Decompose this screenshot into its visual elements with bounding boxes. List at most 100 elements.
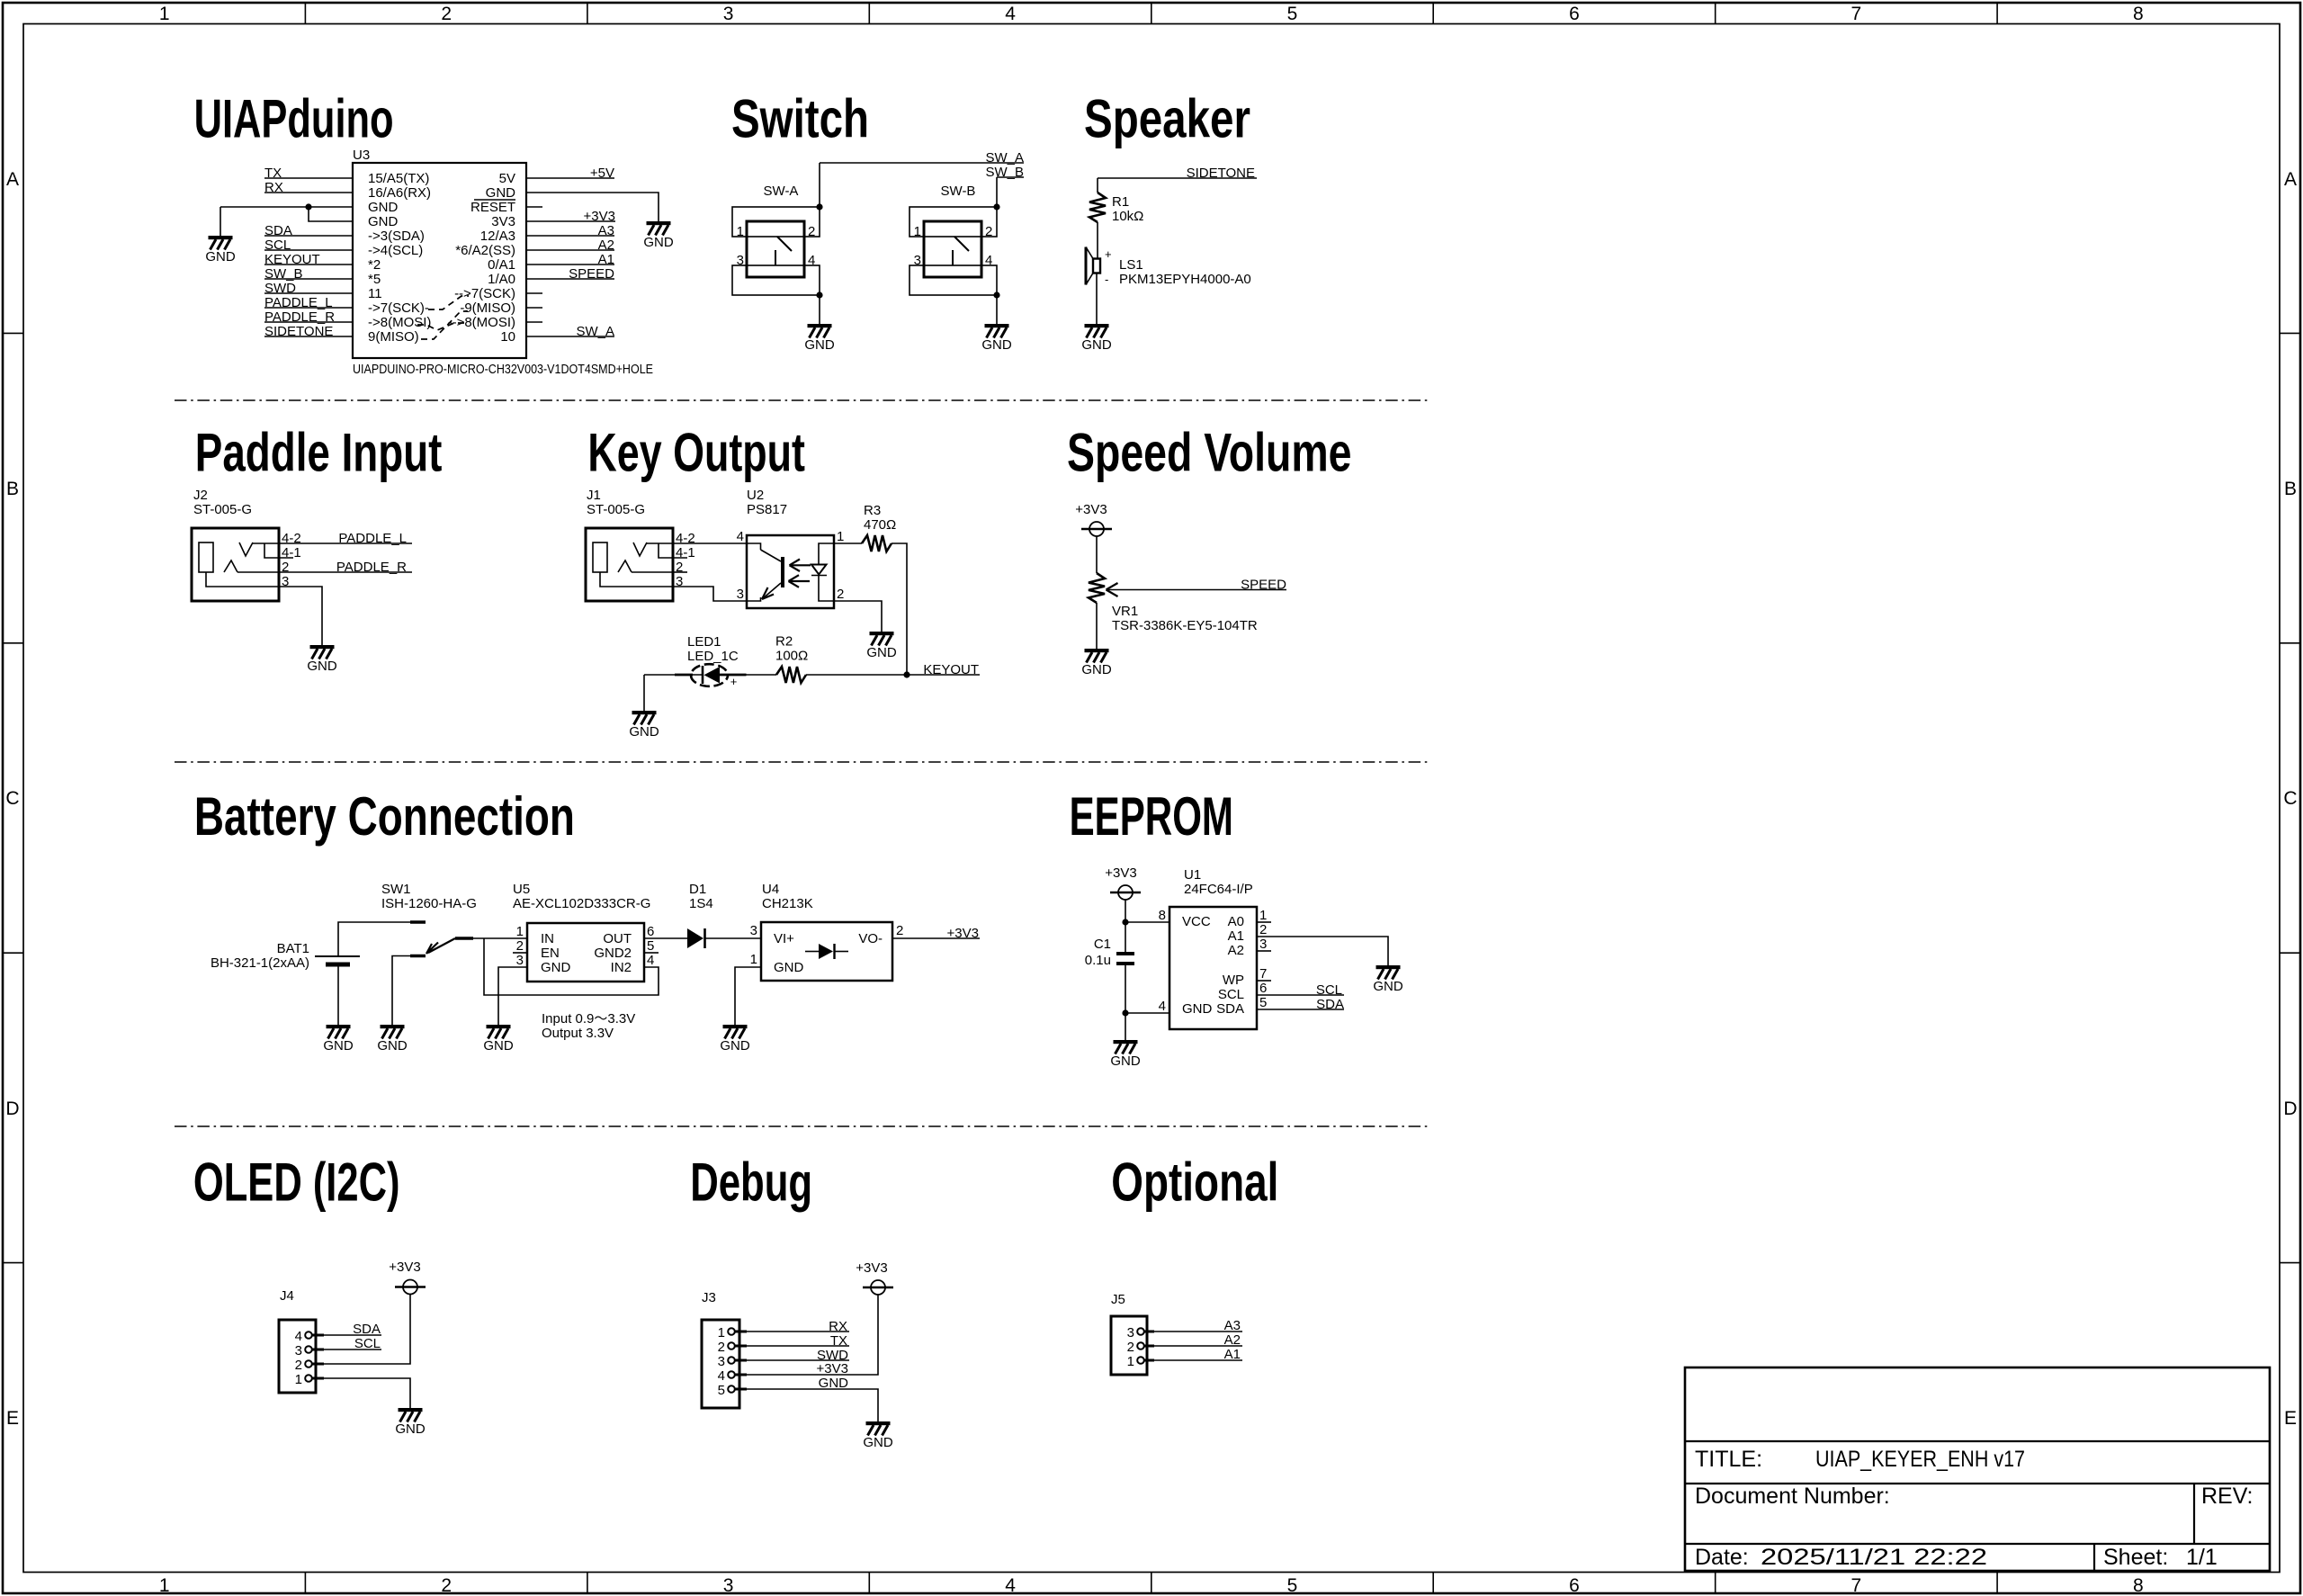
svg-text:8: 8 [2133,4,2144,24]
svg-text:Key Output: Key Output [587,423,805,483]
svg-text:KEYOUT: KEYOUT [923,662,979,677]
svg-text:2: 2 [1127,1340,1134,1355]
svg-text:BAT1: BAT1 [277,941,309,956]
svg-text:0.1u: 0.1u [1085,953,1111,968]
svg-text:10: 10 [500,329,515,345]
svg-text:SPEED: SPEED [1241,578,1286,593]
svg-text:->8(MOSI): ->8(MOSI) [368,315,431,330]
svg-text:1: 1 [837,529,844,544]
svg-text:SW_B: SW_B [985,165,1024,180]
svg-text:3: 3 [723,1575,734,1596]
svg-text:SW_A: SW_A [985,150,1024,166]
svg-text:A2: A2 [1224,1332,1241,1348]
svg-text:KEYOUT: KEYOUT [264,252,320,267]
svg-text:AE-XCL102D333CR-G: AE-XCL102D333CR-G [513,896,650,911]
svg-text:Debug: Debug [690,1152,812,1213]
svg-text:Date:: Date: [1695,1545,1749,1570]
svg-text:15/A5(TX): 15/A5(TX) [368,171,429,186]
svg-text:A3: A3 [1224,1318,1241,1333]
svg-text:2: 2 [1259,922,1267,937]
svg-text:PADDLE_R: PADDLE_R [336,560,407,575]
svg-text:*5: *5 [368,272,381,287]
svg-text:C: C [2283,788,2297,809]
svg-text:+3V3: +3V3 [1105,865,1136,881]
svg-text:SCL: SCL [1218,987,1244,1002]
svg-text:EEPROM: EEPROM [1070,786,1233,847]
svg-text:3: 3 [737,587,744,602]
svg-text:3: 3 [1127,1325,1134,1340]
svg-text:ISH-1260-HA-G: ISH-1260-HA-G [381,896,477,911]
svg-text:J1: J1 [587,488,601,503]
svg-text:A1: A1 [1224,1347,1241,1362]
svg-text:4: 4 [1159,999,1166,1014]
svg-text:4: 4 [1005,4,1016,24]
svg-text:Speaker: Speaker [1084,89,1250,149]
svg-text:10kΩ: 10kΩ [1112,209,1143,224]
svg-text:E: E [6,1408,19,1429]
svg-text:IN2: IN2 [611,960,632,975]
svg-text:+5V: +5V [590,166,614,181]
svg-text:1/1: 1/1 [2186,1545,2218,1570]
svg-text:2: 2 [441,4,452,24]
svg-text:Paddle Input: Paddle Input [195,423,443,483]
svg-text:3: 3 [718,1354,725,1369]
svg-text:4: 4 [1005,1575,1016,1596]
svg-text:*6/A2(SS): *6/A2(SS) [455,243,515,258]
svg-text:R1: R1 [1112,194,1129,210]
svg-text:R2: R2 [775,634,793,650]
svg-text:PADDLE_L: PADDLE_L [264,295,333,310]
svg-text:D1: D1 [689,882,706,897]
svg-text:100Ω: 100Ω [775,649,808,664]
svg-text:A3: A3 [598,223,614,238]
svg-text:1: 1 [159,4,170,24]
svg-text:+3V3: +3V3 [817,1361,848,1376]
svg-text:Speed Volume: Speed Volume [1067,423,1352,483]
svg-text:TX: TX [264,166,282,181]
svg-text:2: 2 [896,923,903,938]
svg-text:GND: GND [1182,1001,1213,1017]
svg-text:SDA: SDA [353,1322,381,1337]
svg-text:VCC: VCC [1182,914,1211,929]
svg-text:4: 4 [718,1368,725,1384]
svg-text:SW_B: SW_B [264,266,303,282]
svg-text:OUT: OUT [603,931,632,946]
svg-text:VI+: VI+ [774,931,794,946]
svg-text:WP: WP [1223,973,1244,988]
svg-text:+3V3: +3V3 [584,209,615,224]
svg-text:3: 3 [516,953,524,968]
svg-text:*2: *2 [368,257,381,273]
svg-text:SCL: SCL [264,238,291,253]
svg-text:UIAP_KEYER_ENH v17: UIAP_KEYER_ENH v17 [1815,1447,2025,1472]
svg-text:GND: GND [819,1376,849,1391]
svg-text:8: 8 [2133,1575,2144,1596]
svg-text:LED_1C: LED_1C [687,649,739,664]
svg-text:J3: J3 [702,1290,716,1305]
svg-text:GND: GND [541,960,571,975]
svg-text:EN: EN [541,946,560,961]
svg-text:5: 5 [1259,995,1267,1010]
svg-text:J4: J4 [280,1288,294,1304]
svg-text:R3: R3 [864,503,881,518]
svg-text:SW1: SW1 [381,882,411,897]
svg-text:2: 2 [837,587,844,602]
svg-text:OLED (I2C): OLED (I2C) [193,1152,400,1213]
svg-text:Output 3.3V: Output 3.3V [542,1026,614,1041]
svg-text:3: 3 [1259,937,1267,952]
svg-text:1: 1 [1127,1354,1134,1369]
svg-text:5: 5 [647,938,654,954]
svg-text:GND: GND [368,200,399,215]
svg-text:SW-A: SW-A [764,184,799,199]
svg-text:UIAPDUINO-PRO-MICRO-CH32V003-V: UIAPDUINO-PRO-MICRO-CH32V003-V1DOT4SMD+H… [353,362,653,377]
svg-text:SCL: SCL [1316,982,1342,998]
svg-text:LED1: LED1 [687,634,721,650]
svg-text:Sheet:: Sheet: [2103,1545,2168,1570]
svg-text:-9(MISO): -9(MISO) [460,300,515,316]
svg-text:SIDETONE: SIDETONE [1187,166,1255,181]
svg-text:A1: A1 [598,252,614,267]
svg-text:A2: A2 [598,238,614,253]
svg-text:U3: U3 [353,148,370,163]
svg-text:LS1: LS1 [1119,257,1143,273]
svg-text:U5: U5 [513,882,530,897]
svg-text:4: 4 [647,953,654,968]
svg-text:->7(SCK)-: ->7(SCK)- [368,300,429,316]
